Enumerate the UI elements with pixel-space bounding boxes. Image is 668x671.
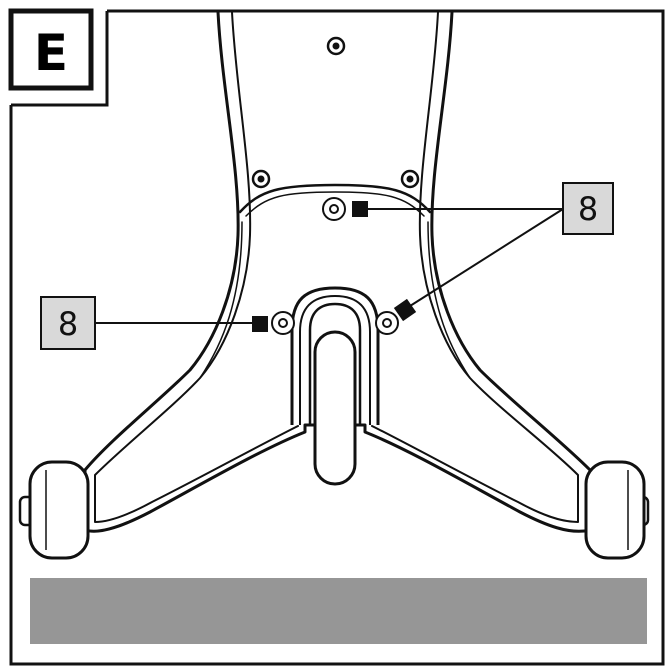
diagram-frame xyxy=(9,9,665,666)
step-letter: E xyxy=(34,24,68,82)
bolt-upper-right xyxy=(400,169,420,189)
screw-marker-right xyxy=(393,298,417,322)
bolt-top-center xyxy=(326,36,346,56)
bolt-upper-left xyxy=(251,169,271,189)
leader-lines xyxy=(95,208,564,324)
center-arch xyxy=(290,286,380,425)
screw-hole-left xyxy=(271,311,295,335)
callout-label-right: 8 xyxy=(562,182,614,235)
floor-bar xyxy=(30,578,647,644)
right-wheel xyxy=(584,460,650,560)
left-wheel xyxy=(18,460,90,560)
step-label: E xyxy=(0,0,109,107)
callout-label-left: 8 xyxy=(40,296,96,350)
screw-marker-top xyxy=(352,201,368,217)
screw-marker-left xyxy=(252,316,268,332)
screw-hole-top xyxy=(322,197,346,221)
center-wheel xyxy=(313,330,357,486)
callout-part-number: 8 xyxy=(58,305,78,343)
callout-part-number: 8 xyxy=(578,190,598,228)
screw-hole-right xyxy=(375,311,399,335)
